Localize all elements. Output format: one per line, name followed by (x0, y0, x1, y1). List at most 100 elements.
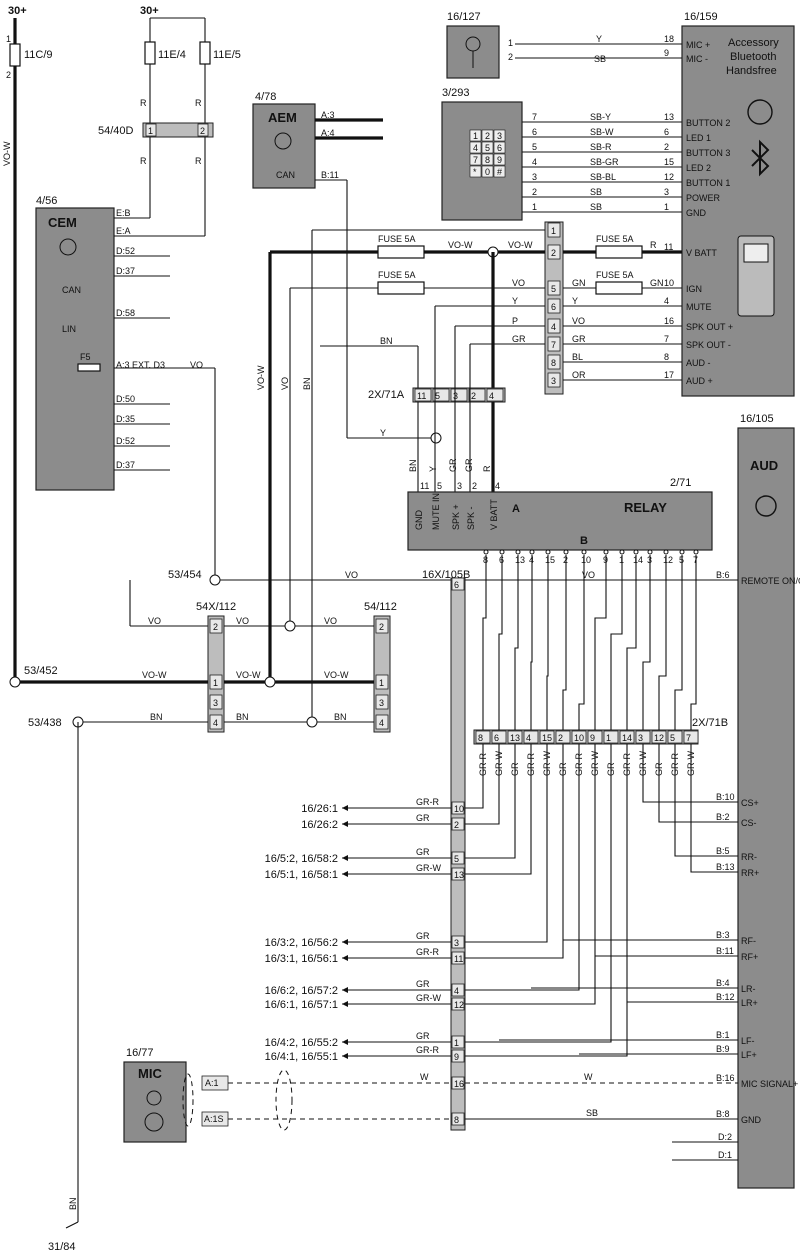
aud-pin-num: B:13 (716, 862, 735, 872)
fuse-11e5-label: 11E/5 (213, 49, 241, 61)
c54-112-pin-label: 2 (379, 622, 384, 632)
c71b-pin-label: 9 (590, 733, 595, 743)
column-pin-label: 5 (551, 284, 556, 294)
keypad-pin: 1 (532, 202, 537, 212)
keypad-key (481, 165, 494, 178)
relay-top-pin: SPK - (466, 506, 476, 530)
c54-112-pin (375, 694, 389, 710)
handsfree-pin-label: LED 1 (686, 133, 711, 143)
aud-pin-num: D:2 (718, 1132, 732, 1142)
c54x112-pin (209, 674, 223, 690)
wire-label: BN (334, 712, 347, 722)
mic-top-id: 16/127 (447, 11, 481, 23)
aud-pin-num: B:8 (716, 1109, 730, 1119)
relay-side-a: A (512, 503, 520, 515)
pin-label: A:1S (204, 1114, 224, 1124)
c71b-pin (683, 730, 699, 744)
column-pin-label: 3 (551, 376, 556, 386)
aud-pin-num: B:16 (716, 1073, 735, 1083)
keypad-pin: 3 (532, 172, 537, 182)
aem-id: 4/78 (255, 91, 276, 103)
wire-label: VO (345, 570, 358, 580)
keypad-key-label: 0 (485, 167, 490, 177)
column-pin (547, 318, 561, 334)
handsfree-pin-label: AUD - (686, 358, 711, 368)
wire-label: Y (380, 428, 386, 438)
handsfree-title: Bluetooth (730, 51, 776, 63)
c105b-pin-label: 11 (454, 954, 463, 964)
pin-label: 2 (508, 52, 513, 62)
cem-pin-label: D:37 (116, 460, 135, 470)
wire-label: GR (572, 334, 586, 344)
aem-pin: B:11 (321, 170, 339, 180)
c71b-pin (587, 730, 603, 744)
aud-wire (658, 744, 738, 823)
keypad-key (481, 141, 494, 154)
cem-id: 4/56 (36, 195, 57, 207)
aud-pin-num: B:4 (716, 978, 730, 988)
c105b-pin-label: 16 (454, 1079, 464, 1089)
wire-label: GR-R (416, 1045, 439, 1055)
handsfree-title: Accessory (728, 37, 779, 49)
keypad-key (493, 141, 506, 154)
wire-label: VO-W (142, 670, 167, 680)
c54x112-pin (209, 714, 223, 730)
keypad-key (493, 129, 506, 142)
handsfree-pin-label: SPK OUT - (686, 340, 731, 350)
relay-link-wire (610, 555, 623, 730)
cem-module (35, 207, 115, 491)
relay-link-wire (594, 555, 607, 730)
keypad-key (493, 153, 506, 166)
relay-top-num: 11 (420, 481, 429, 491)
wire-label: GR (416, 813, 430, 823)
relay-bot-pin (663, 549, 669, 555)
cem-pin-label: D:37 (116, 266, 135, 276)
handsfree-pin-num: 7 (664, 334, 669, 344)
wire-label: GR (416, 1031, 430, 1041)
handsfree-pin-num: 10 (664, 278, 674, 288)
wire-label: R (140, 156, 147, 166)
handsfree-pin-num: 9 (664, 48, 669, 58)
wire-label: BN (408, 459, 418, 472)
arrow-icon (342, 805, 348, 811)
c54x112-pin-label: 2 (213, 622, 218, 632)
arrow-icon (342, 821, 348, 827)
keypad-wire-label: SB (590, 187, 602, 197)
c71b-pin-label: 5 (670, 733, 675, 743)
c71b-pin (651, 730, 667, 744)
relay-top-num: 5 (437, 481, 442, 491)
column-pin-label: 2 (551, 248, 556, 258)
relay-module (407, 491, 713, 551)
relay-link-wire (626, 555, 637, 730)
column-pin (547, 298, 561, 314)
c105b-pin-label: 9 (454, 1052, 459, 1062)
c105b-pin (451, 983, 465, 997)
keypad-key (481, 153, 494, 166)
aud-pin-label: MIC SIGNAL+ (741, 1079, 798, 1089)
aem-module (252, 103, 316, 189)
handsfree-pin-label: BUTTON 1 (686, 178, 730, 188)
c54-112-pin (375, 674, 389, 690)
cem-fuse-f5 (77, 363, 101, 372)
c71b-pin-label: 8 (478, 733, 483, 743)
aud-wire (690, 744, 738, 873)
relay-link-wire (482, 555, 487, 730)
speaker-wire (465, 744, 484, 809)
c54x112-pin-label: 4 (213, 718, 218, 728)
keypad-key-label: 2 (485, 131, 490, 141)
relay-top-pin: MUTE IN (431, 493, 441, 530)
c105b-pin-label: 12 (454, 1000, 464, 1010)
relay-link-wire (562, 555, 567, 730)
transistor-icon (274, 132, 292, 150)
keypad-key (469, 141, 482, 154)
arrow-icon (342, 987, 348, 993)
keypad-pin: 7 (532, 112, 537, 122)
aem-title: AEM (268, 110, 297, 125)
wire-label: GR-R (416, 797, 439, 807)
wire-label: GN (650, 278, 664, 288)
cem-can-label: CAN (62, 285, 81, 295)
column-pin (547, 222, 561, 238)
aud-pin-label: LF+ (741, 1050, 757, 1060)
